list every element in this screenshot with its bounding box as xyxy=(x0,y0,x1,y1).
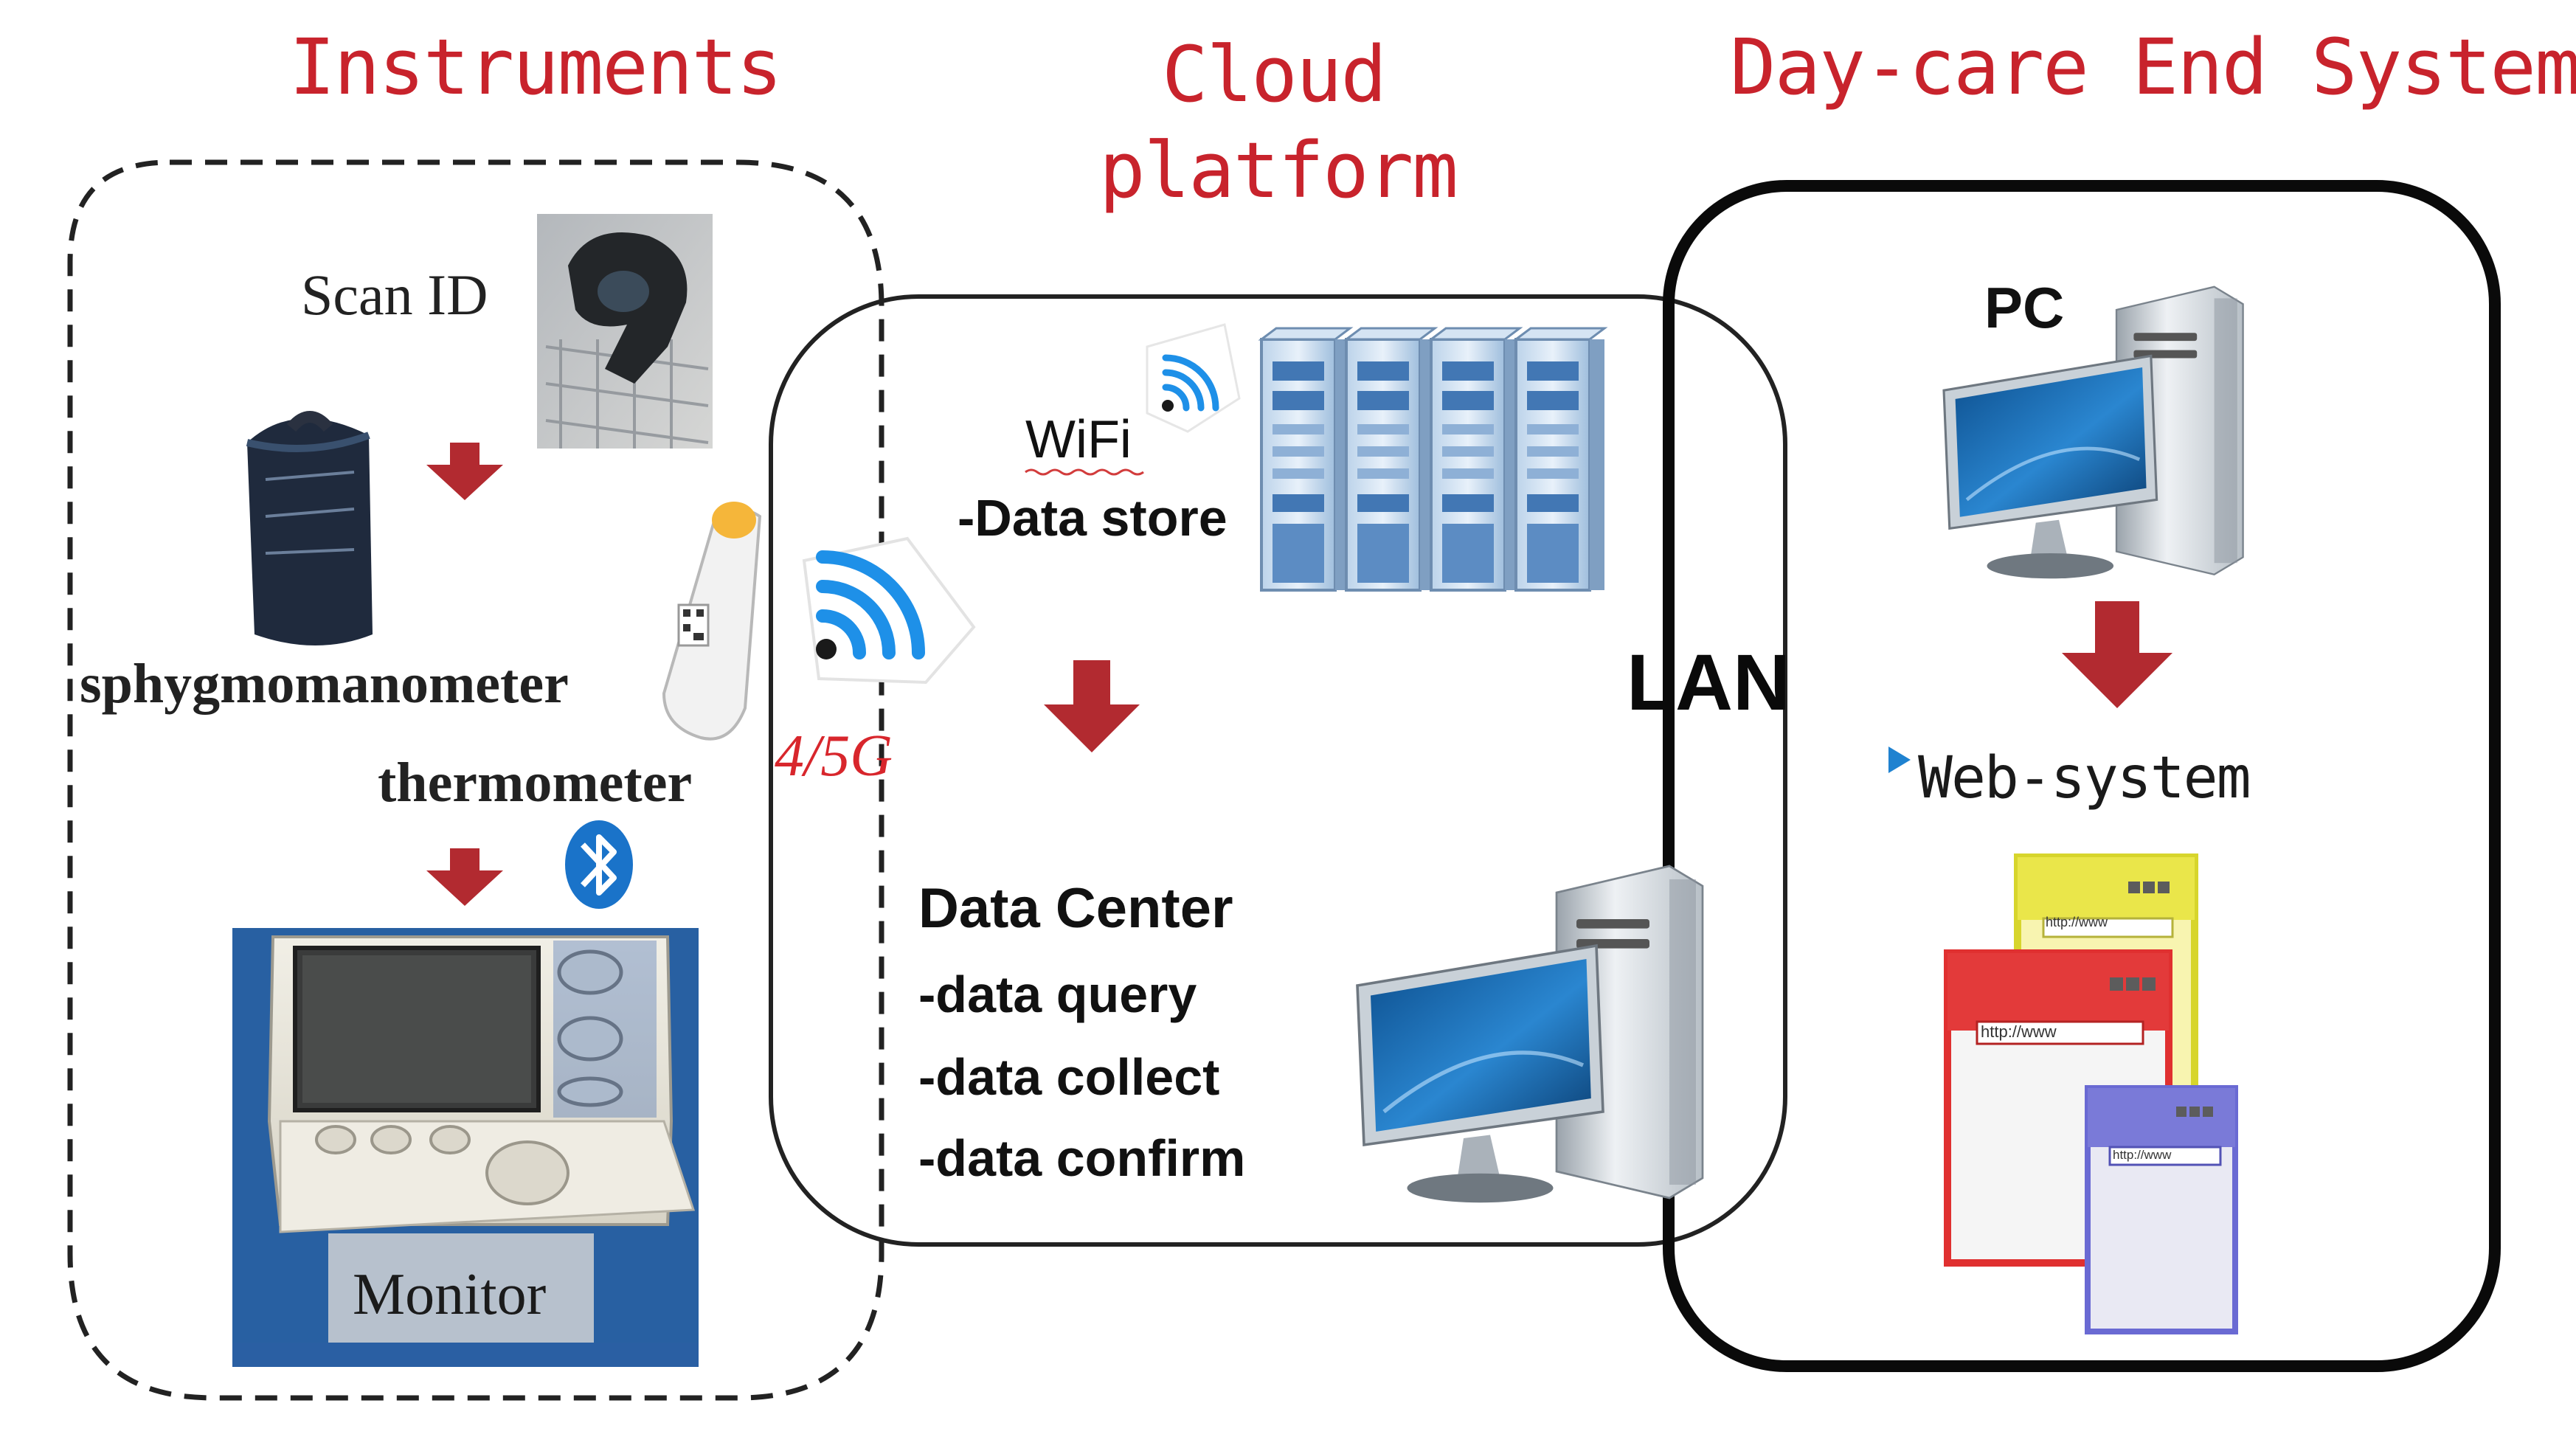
instruments-region xyxy=(67,159,884,1401)
scan-id-label: Scan ID xyxy=(301,263,488,327)
wifi-label: WiFi xyxy=(1025,410,1132,469)
data-store-label: -Data store xyxy=(958,489,1228,547)
down-arrow xyxy=(426,848,503,906)
data-center-title: Data Center xyxy=(918,877,1233,940)
bluetooth-icon xyxy=(565,820,633,909)
browser-url-red: http://www xyxy=(1981,1022,2057,1041)
lan-arrow xyxy=(1523,747,1911,773)
monitor-device-icon xyxy=(232,928,699,1367)
instruments-header: Instruments xyxy=(289,22,783,112)
network-4-5g-label: 4/5G xyxy=(775,724,893,789)
cloud-header-line2: platform xyxy=(1099,125,1458,215)
barcode-scanner-icon xyxy=(537,214,713,449)
lan-label: LAN xyxy=(1627,637,1790,727)
data-center-item: -data confirm xyxy=(918,1129,1246,1187)
wifi-icon xyxy=(802,536,976,685)
wifi-icon xyxy=(1146,323,1241,433)
down-arrow xyxy=(426,443,503,500)
browser-windows-icon xyxy=(1944,853,2238,1334)
daycare-region xyxy=(1663,180,2501,1372)
down-arrow xyxy=(1044,660,1140,752)
thermometer-label: thermometer xyxy=(378,752,693,814)
desktop-pc-icon xyxy=(1357,866,1703,1202)
web-system-label: Web-system xyxy=(1918,745,2251,811)
daycare-header: Day-care End System xyxy=(1730,22,2576,112)
browser-url-blue: http://www xyxy=(2113,1148,2172,1162)
data-center-item: -data collect xyxy=(918,1048,1220,1106)
browser-url-yellow: http://www xyxy=(2046,915,2108,929)
bp-cuff-icon xyxy=(246,411,373,645)
sphygmomanometer-label: sphygmomanometer xyxy=(80,653,569,715)
monitor-label: Monitor xyxy=(353,1262,547,1327)
cloud-region xyxy=(769,294,1787,1247)
pc-label: PC xyxy=(1984,275,2065,340)
ear-thermometer-icon xyxy=(662,502,762,741)
server-rack-icon xyxy=(1258,327,1606,592)
data-center-item: -data query xyxy=(918,966,1197,1023)
down-arrow xyxy=(2062,601,2172,708)
cloud-header-line1: Cloud xyxy=(1162,30,1387,120)
